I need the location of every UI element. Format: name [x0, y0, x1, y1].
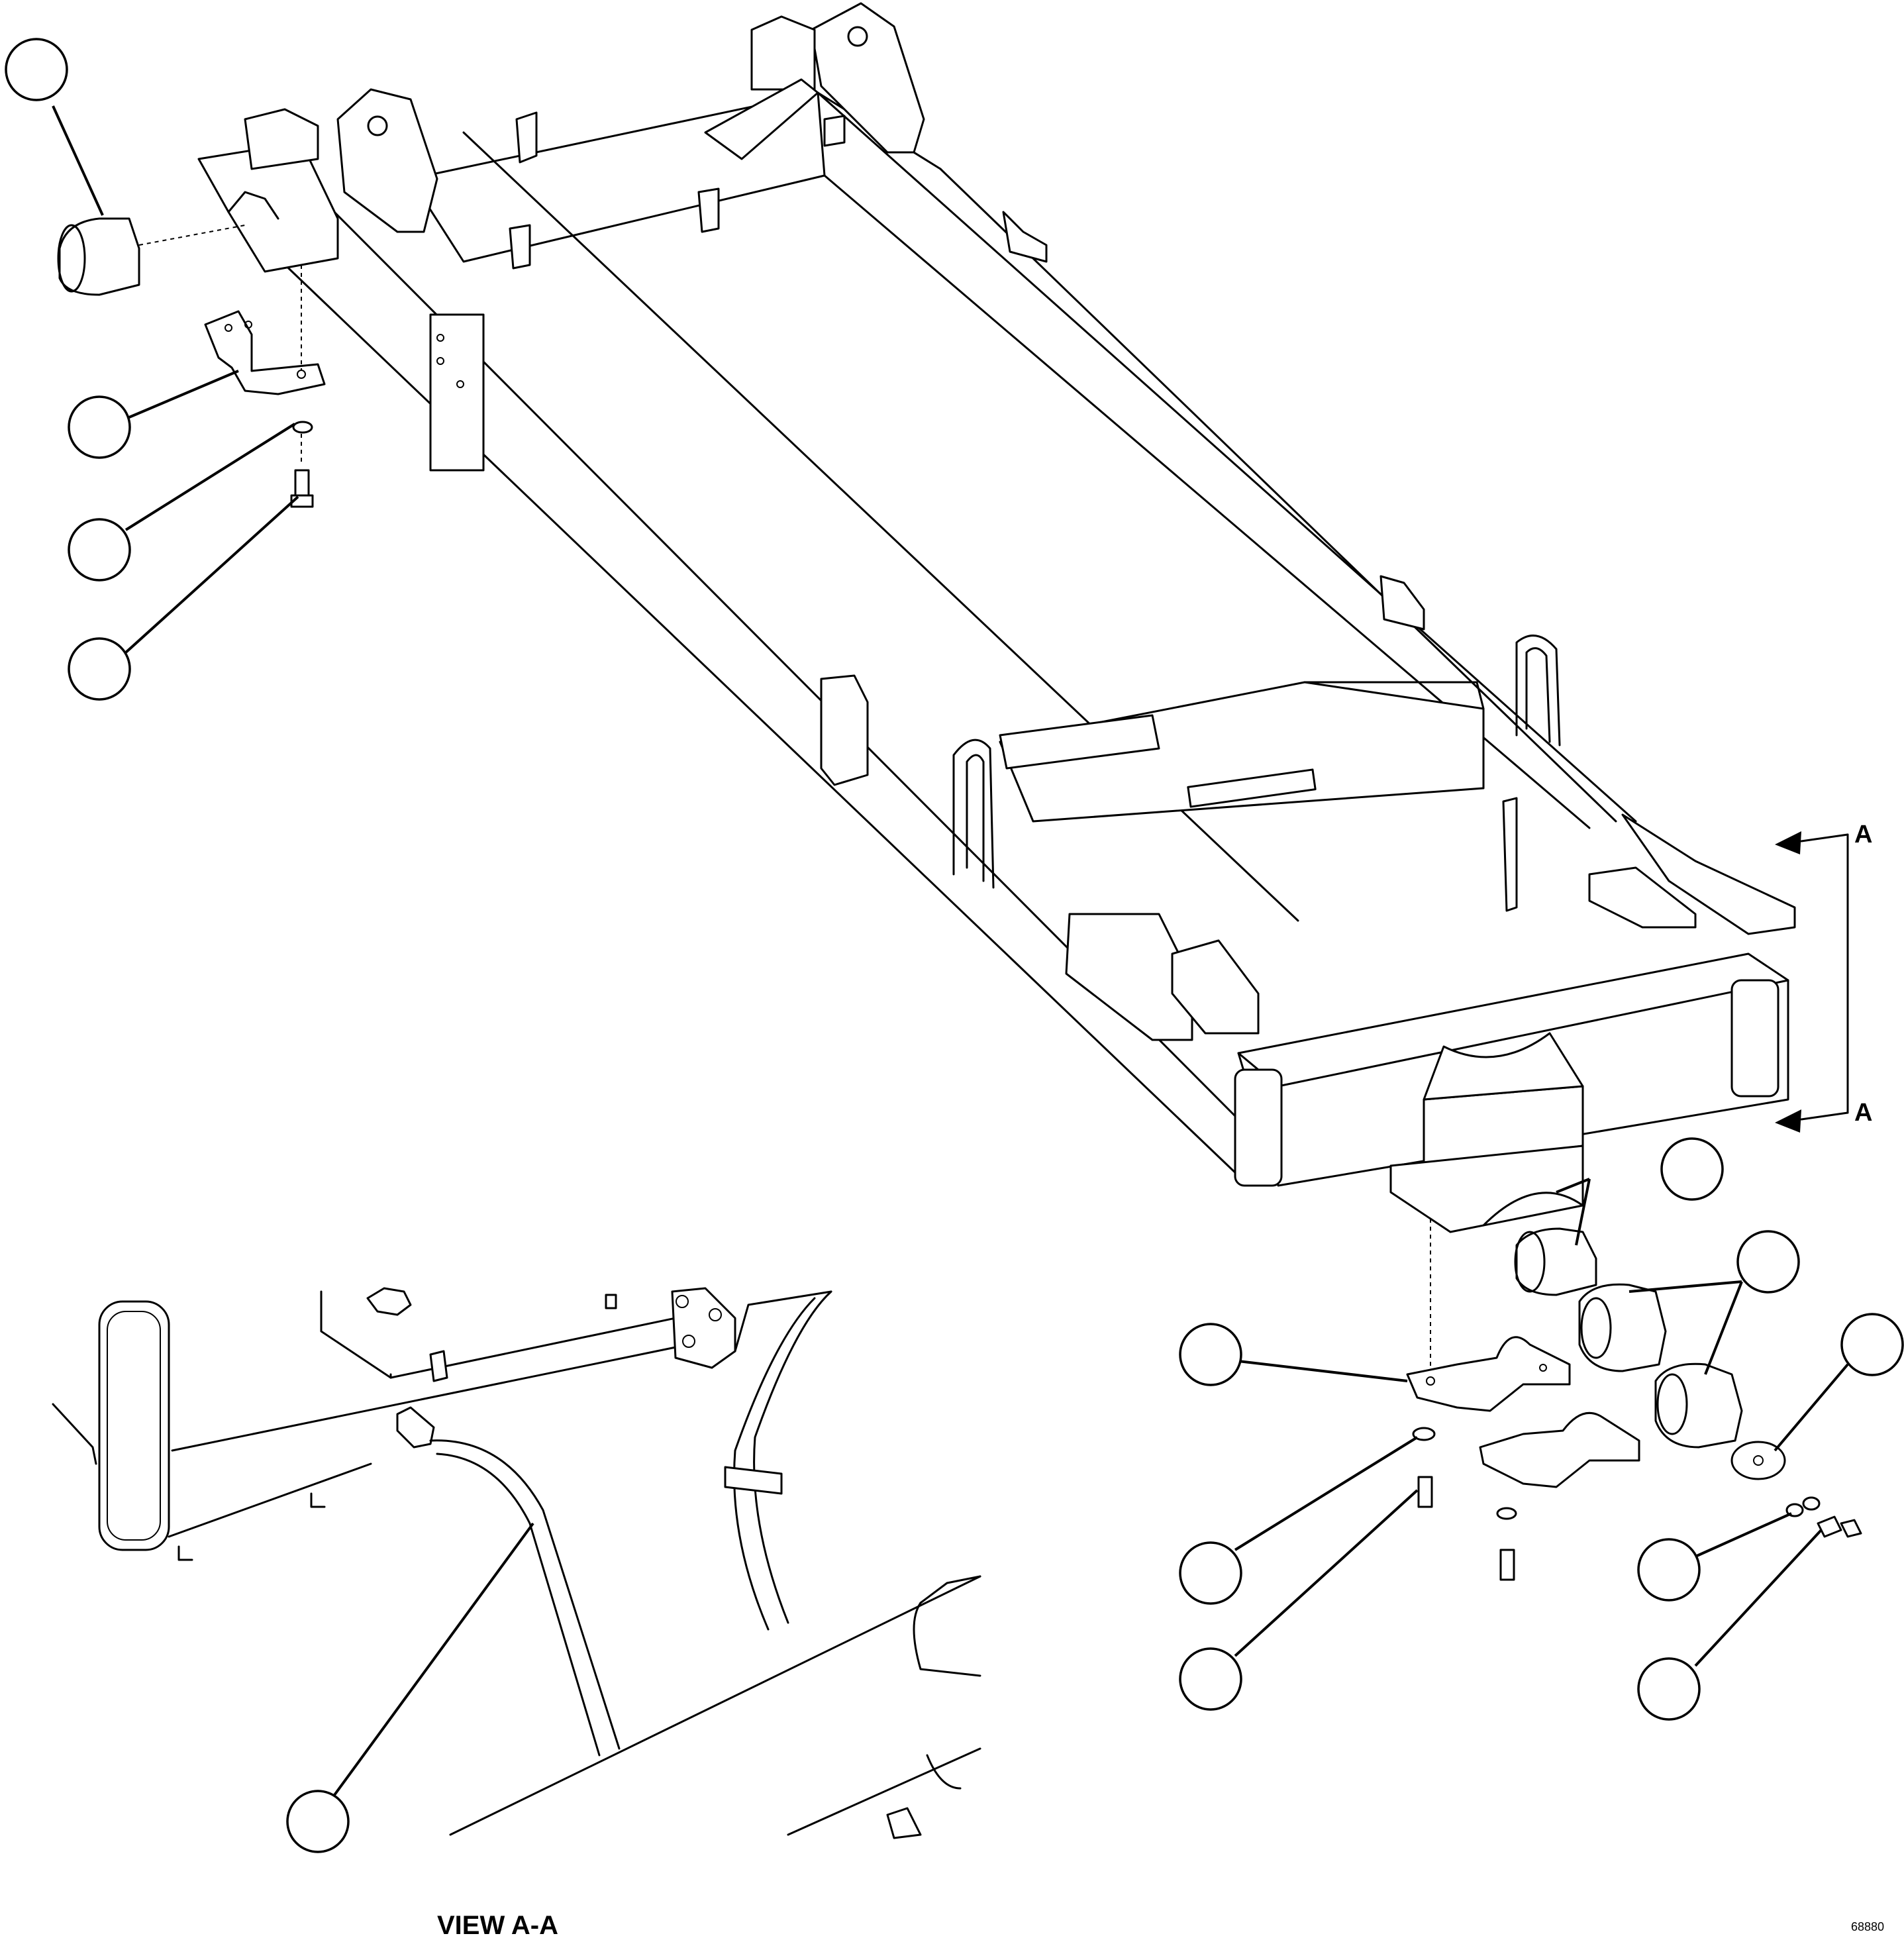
front-lock-washer	[292, 421, 313, 434]
callout-balloon	[1660, 1137, 1724, 1201]
callout-balloon	[1179, 1647, 1242, 1711]
section-mark-top: A	[1854, 821, 1872, 848]
rear-bushing-1	[1515, 1227, 1597, 1296]
view-label: VIEW A-A	[437, 1911, 558, 1940]
callout-balloons	[5, 38, 1904, 1853]
main-frame	[197, 2, 1796, 1233]
callout-balloon	[1736, 1230, 1800, 1294]
rear-right-end-cap	[1730, 979, 1779, 1098]
rear-bearing-cap-lower	[1479, 1411, 1640, 1488]
section-cut-arrows	[1775, 831, 1849, 1133]
rear-bearing-cap-upper	[1406, 1336, 1571, 1412]
callout-balloon	[68, 518, 131, 582]
callout-balloon	[1637, 1538, 1701, 1602]
side-plate	[429, 313, 485, 472]
access-cover	[820, 674, 869, 786]
section-mark-bottom: A	[1854, 1099, 1872, 1127]
callout-balloon	[1840, 1313, 1904, 1376]
callout-balloon	[5, 38, 68, 101]
callout-balloon	[1179, 1541, 1242, 1605]
rear-left-end-cap	[1234, 1068, 1283, 1187]
callout-balloon	[286, 1790, 350, 1853]
callout-balloon	[68, 395, 131, 459]
front-pivot-exploded-parts	[57, 217, 326, 508]
callout-balloon	[1179, 1323, 1242, 1386]
front-bearing-cap	[204, 310, 326, 395]
end-cap-detail	[98, 1300, 170, 1551]
rear-pivot-exploded-parts	[1406, 1219, 1862, 1581]
front-bushing	[58, 217, 140, 296]
figure-id: 68880	[1851, 1920, 1884, 1933]
callout-balloon	[1637, 1657, 1701, 1721]
rear-bushing-2	[1578, 1283, 1667, 1372]
callout-balloon	[68, 637, 131, 701]
view-a-a-detail	[52, 1287, 981, 1839]
rear-bushing-3	[1654, 1362, 1743, 1449]
thrust-washer	[1730, 1441, 1786, 1480]
